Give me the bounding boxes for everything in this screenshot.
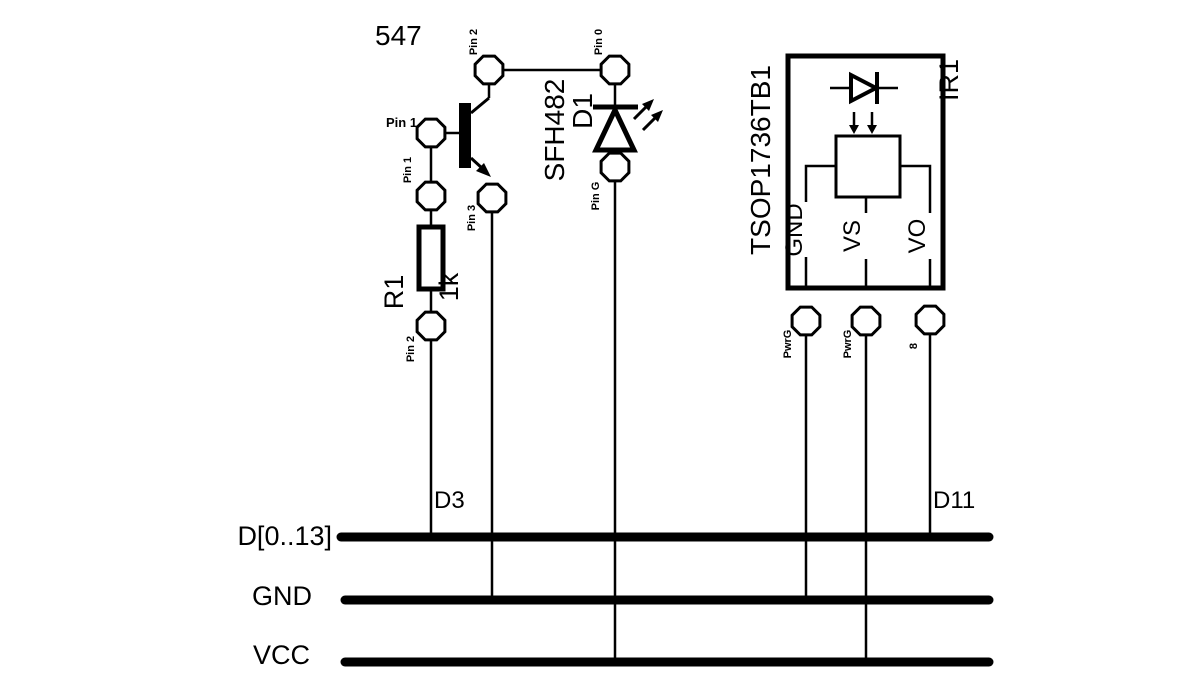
pin-name-vs: VS bbox=[839, 220, 866, 252]
emission-arrowhead-1 bbox=[642, 99, 654, 111]
diode-triangle bbox=[849, 71, 881, 105]
collector-diagonal bbox=[470, 96, 490, 115]
ir-receiver-refdes: IR1 bbox=[934, 59, 964, 101]
pin-name-vo: VO bbox=[904, 219, 931, 254]
ir-receiver-ir1: TSOP1736TB1 IR1 GND VS VO PwrG bbox=[745, 53, 975, 662]
bus-label-data: D[0..13] bbox=[237, 521, 332, 551]
vs-label-backer bbox=[850, 213, 870, 259]
emission-arrow-1 bbox=[632, 104, 649, 121]
vs-pin-marker bbox=[850, 305, 882, 337]
resistor-value: 1k bbox=[434, 272, 464, 301]
incident-arrowhead-2 bbox=[867, 125, 877, 134]
collector-pin-marker bbox=[473, 54, 505, 86]
incident-arrowhead-1 bbox=[849, 125, 859, 134]
transistor-547: 547 Pin 1 Pin 2 Pin 3 bbox=[375, 20, 601, 600]
transistor-base-bar bbox=[459, 103, 471, 168]
led-bottom-pin-marker bbox=[599, 151, 631, 183]
bus-label-gnd: GND bbox=[252, 581, 312, 611]
resistor-bottom-pin-label: Pin 2 bbox=[405, 336, 417, 362]
resistor-top-pin-marker bbox=[415, 180, 447, 212]
emitter-arrowhead bbox=[476, 163, 491, 177]
bus-label-vcc: VCC bbox=[253, 640, 310, 670]
led-refdes: D1 bbox=[567, 93, 598, 129]
vo-pin-marker bbox=[914, 304, 946, 336]
led-emission-arrows bbox=[632, 99, 663, 132]
gnd-pin-marker bbox=[790, 305, 822, 337]
gnd-label-backer bbox=[792, 202, 812, 257]
detector-block bbox=[834, 134, 902, 199]
resistor-body bbox=[416, 224, 446, 292]
vo-pad-label: 8 bbox=[908, 343, 920, 349]
emitter-pin-label: Pin 3 bbox=[466, 205, 478, 231]
vo-label-backer bbox=[915, 213, 935, 259]
net-label-d11: D11 bbox=[933, 487, 975, 514]
transistor-type-label: 547 bbox=[375, 20, 422, 51]
resistor-refdes: R1 bbox=[379, 275, 409, 310]
vs-pad-label: PwrG bbox=[842, 330, 854, 359]
internal-diode-symbol bbox=[830, 71, 898, 134]
bus-rails: D[0..13] GND VCC bbox=[237, 521, 994, 670]
led-triangle bbox=[592, 104, 638, 153]
net-label-d3: D3 bbox=[434, 487, 465, 514]
base-pin-marker bbox=[415, 117, 447, 149]
pin-name-gnd: GND bbox=[781, 203, 808, 256]
emission-arrowhead-2 bbox=[651, 110, 663, 122]
led-top-pin-label: Pin 0 bbox=[593, 29, 605, 55]
emitter-pin-marker bbox=[476, 182, 508, 214]
gnd-pad-label: PwrG bbox=[782, 330, 794, 359]
emission-arrow-2 bbox=[641, 115, 658, 132]
led-partname: SFH482 bbox=[539, 79, 570, 182]
resistor-r1: Pin 1 R1 1k Pin 2 D3 bbox=[379, 148, 465, 537]
ir-led-d1: Pin 0 Pin G SFH482 D1 bbox=[539, 29, 663, 662]
ir-receiver-partname: TSOP1736TB1 bbox=[745, 65, 776, 255]
led-top-pin-marker bbox=[599, 54, 631, 86]
led-bottom-pin-label: Pin G bbox=[590, 182, 602, 211]
resistor-top-pin-label: Pin 1 bbox=[402, 157, 414, 183]
resistor-bottom-pin-marker bbox=[415, 310, 447, 342]
base-pin-label: Pin 1 bbox=[386, 115, 417, 130]
collector-pin-label: Pin 2 bbox=[468, 29, 480, 55]
